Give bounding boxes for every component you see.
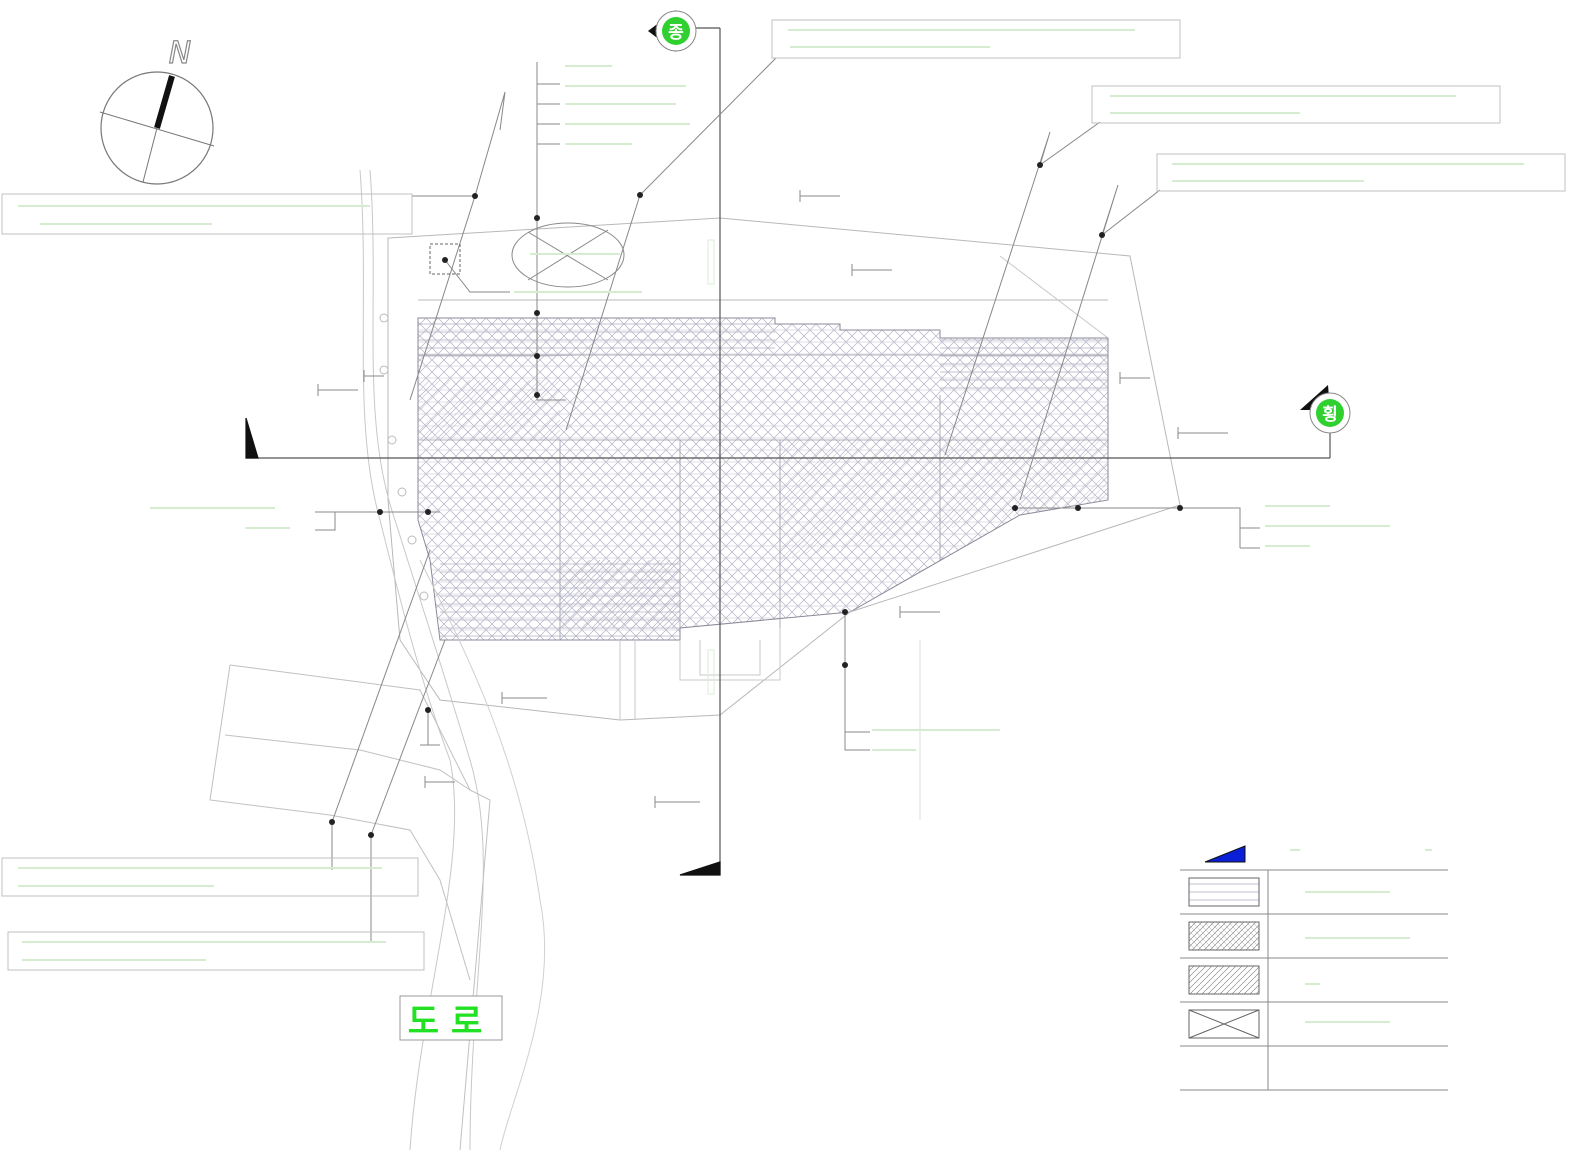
callout-box-bottom-left-1: [1, 857, 419, 897]
annotation-callouts: [1, 19, 1566, 971]
longitudinal-marker-label: 종: [668, 23, 684, 43]
hatched-work-area: [417, 317, 1109, 641]
road-label: 도로: [408, 1002, 495, 1042]
longitudinal-section-line: [679, 27, 721, 876]
longitudinal-section-marker: 종: [648, 10, 697, 52]
survey-markers: [317, 190, 1228, 808]
legend-swatch-horizontal: [1188, 877, 1260, 907]
road-label-box: 도로: [399, 995, 503, 1042]
callout-box-top-left: [1, 193, 413, 235]
leader-points: [329, 162, 1183, 838]
site-boundary: [209, 169, 1181, 1151]
north-arrow: N: [99, 35, 215, 185]
legend-swatch-diagonal: [1188, 965, 1260, 995]
callout-box-top-right-2: [1156, 153, 1566, 192]
callout-box-bottom-left-2: [7, 931, 425, 971]
callout-box-top-center: [771, 19, 1181, 59]
faint-annotation-lines: [18, 29, 1524, 961]
callout-box-top-right-1: [1091, 85, 1501, 124]
north-label: N: [169, 36, 191, 71]
legend-faint-labels: [1290, 849, 1432, 1023]
compass-circle: [100, 71, 214, 185]
road-edge-markers: [379, 313, 429, 601]
leader-lines: [315, 57, 1260, 942]
catch-basin-symbol: [429, 243, 461, 275]
legend-swatch-cross: [1188, 1009, 1260, 1039]
transverse-section-marker: 횡: [1300, 385, 1351, 434]
legend-header-icon: [1204, 845, 1246, 863]
legend-swatch-crosshatch: [1188, 921, 1260, 951]
transverse-marker-label: 횡: [1322, 405, 1338, 425]
legend-table: [1180, 845, 1448, 1091]
